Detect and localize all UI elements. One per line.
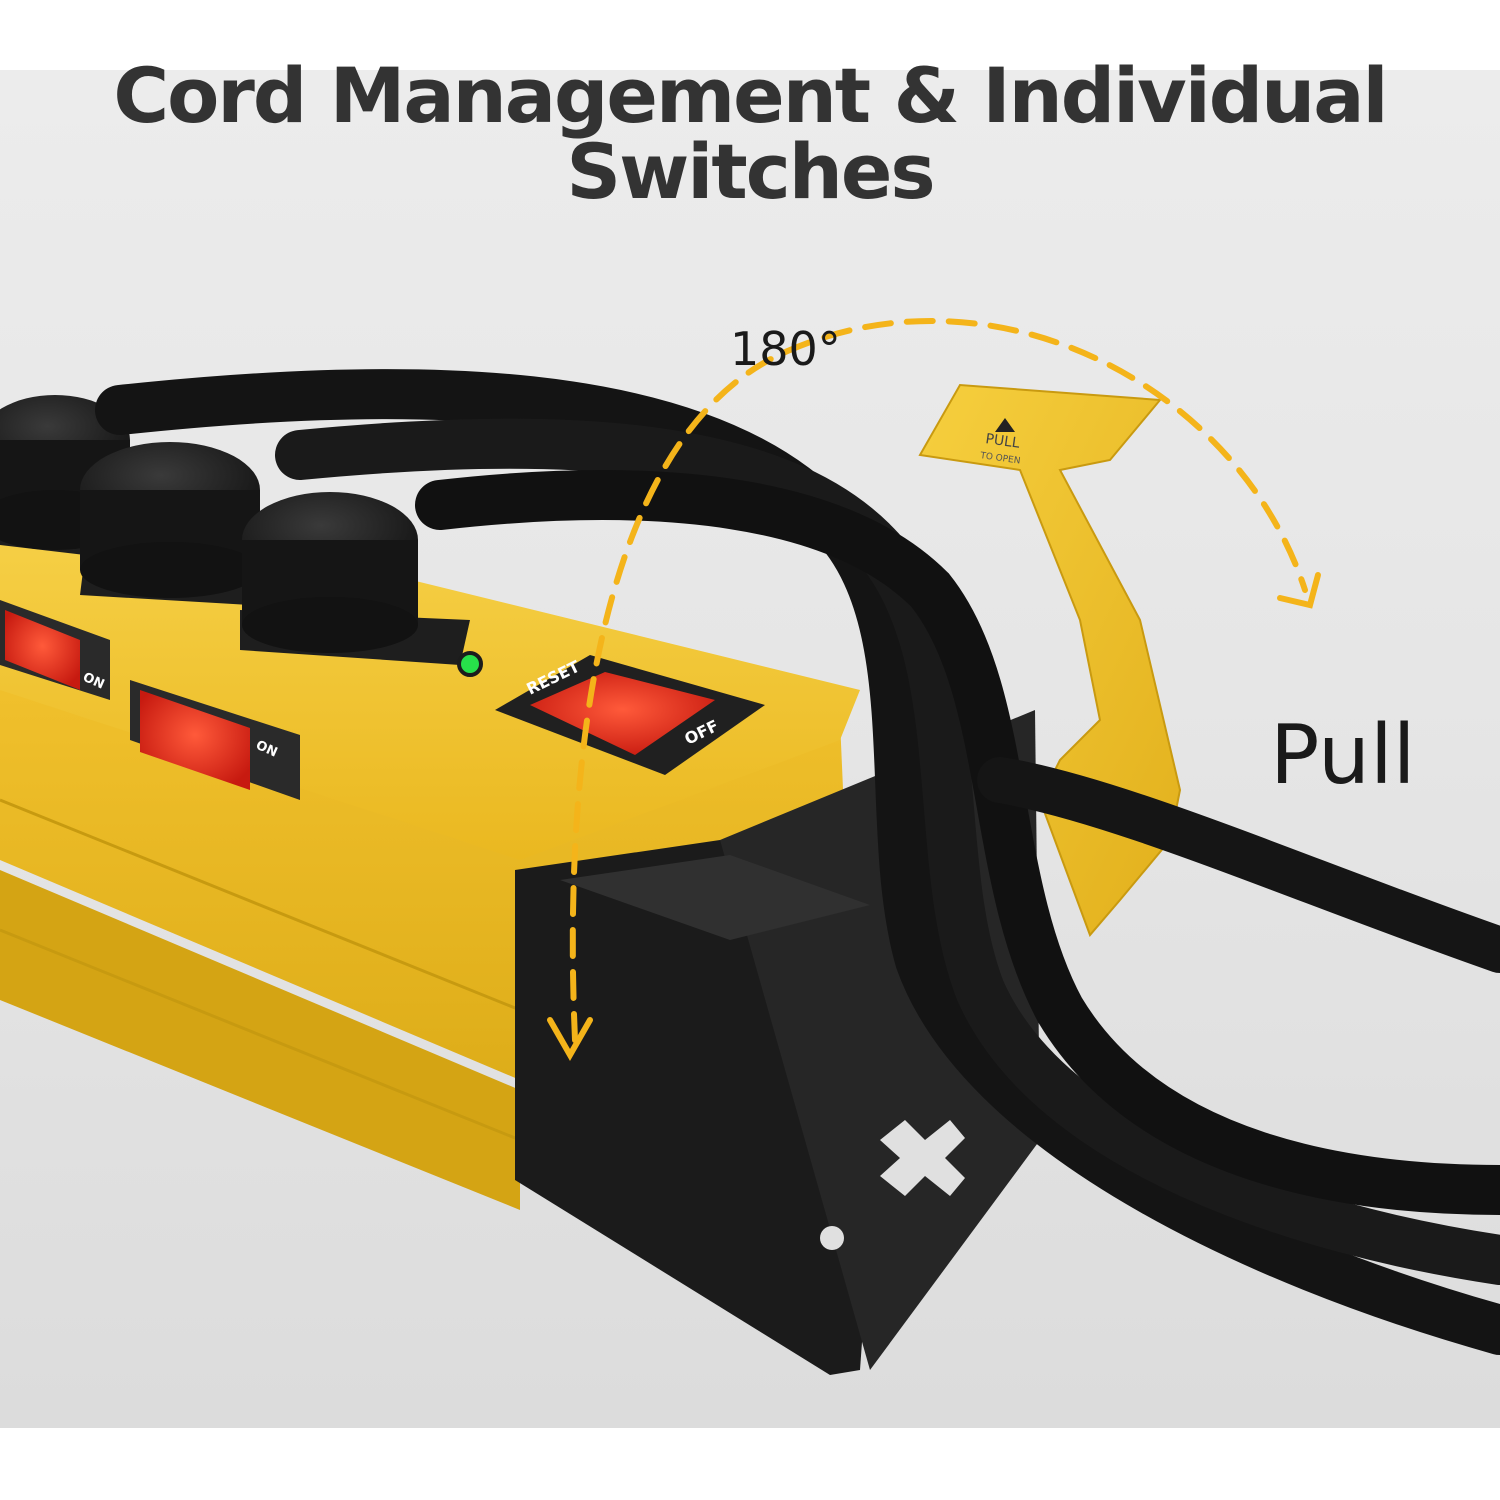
power-indicator-light xyxy=(457,651,483,677)
arrow-head-bottom xyxy=(547,1017,593,1062)
page-title: Cord Management & Individual Switches xyxy=(113,51,1388,216)
strip-front-side xyxy=(0,870,520,1210)
cord-bundle xyxy=(95,369,1500,1355)
arrow-head-right xyxy=(1277,572,1321,609)
reset-switch: RESET OFF xyxy=(495,655,765,775)
pull-action-label: Pull xyxy=(1270,708,1416,803)
svg-text:PULL: PULL xyxy=(984,431,1020,452)
rotation-angle-label: 180° xyxy=(730,322,841,376)
plugged-in-cords xyxy=(0,395,418,653)
rotation-arrow xyxy=(569,317,1308,1043)
outlet-switches: ON ON xyxy=(0,600,300,800)
